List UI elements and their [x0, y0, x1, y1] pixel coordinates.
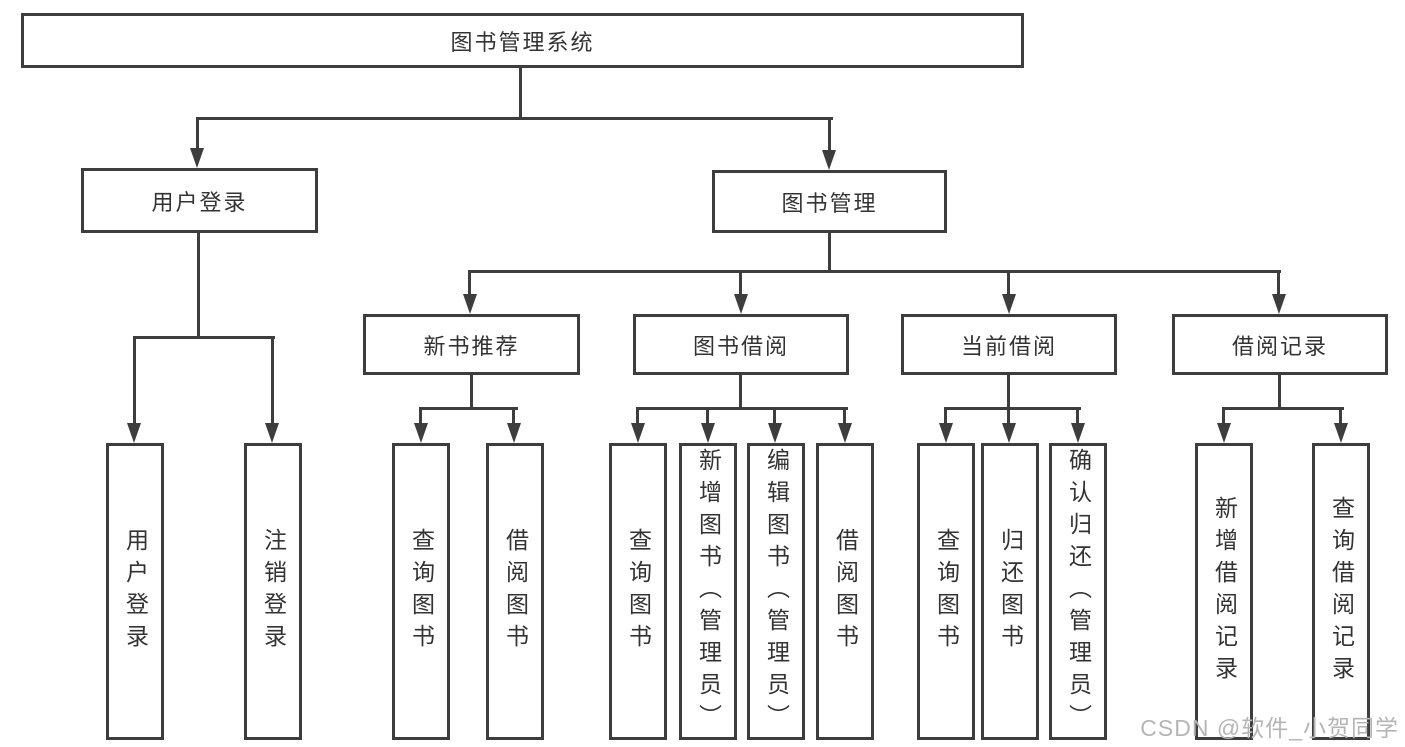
leaf-label: 新增借阅记录	[1211, 495, 1238, 688]
connector-line	[636, 407, 848, 410]
connector-line	[271, 339, 274, 424]
connector-line	[1278, 375, 1281, 408]
arrowhead-icon	[631, 423, 645, 443]
leaf-label: 查询借阅记录	[1328, 495, 1355, 688]
leaf-label: 查询图书	[408, 527, 435, 656]
leaf-query-books-current: 查询图书	[917, 443, 975, 740]
leaf-borrow-books-recommend: 借阅图书	[486, 443, 544, 740]
arrowhead-icon	[507, 423, 521, 443]
leaf-borrow-books: 借阅图书	[816, 443, 874, 740]
arrowhead-icon	[190, 148, 204, 168]
node-library-management-system: 图书管理系统	[21, 13, 1024, 68]
node-label: 图书管理系统	[450, 29, 595, 55]
node-label: 新书推荐	[423, 333, 520, 359]
leaf-label: 借阅图书	[832, 527, 859, 656]
connector-line	[739, 273, 742, 295]
arrowhead-icon	[127, 423, 141, 443]
leaf-label: 用户登录	[122, 527, 149, 656]
node-book-borrowing: 图书借阅	[633, 314, 849, 375]
node-label: 当前借阅	[960, 333, 1057, 359]
node-label: 图书管理	[781, 190, 878, 216]
arrowhead-icon	[838, 423, 852, 443]
connector-line	[419, 410, 422, 424]
leaf-logout: 注销登录	[244, 443, 302, 740]
connector-line	[773, 410, 776, 424]
connector-line	[706, 410, 709, 424]
connector-line	[944, 410, 947, 424]
arrowhead-icon	[1334, 423, 1348, 443]
connector-line	[133, 336, 275, 339]
connector-line	[1076, 410, 1079, 424]
connector-line	[419, 407, 518, 410]
csdn-watermark: CSDN @软件_小贺同学	[1140, 715, 1399, 741]
leaf-label: 借阅图书	[502, 527, 529, 656]
connector-line	[196, 120, 199, 149]
arrowhead-icon	[939, 423, 953, 443]
node-new-book-recommendation: 新书推荐	[363, 314, 580, 375]
connector-line	[1222, 410, 1225, 424]
node-label: 用户登录	[151, 189, 248, 215]
arrowhead-icon	[822, 150, 836, 170]
connector-line	[197, 233, 200, 338]
arrowhead-icon	[1217, 423, 1231, 443]
connector-line	[1007, 375, 1010, 408]
connector-line	[739, 375, 742, 408]
leaf-label: 确认归还（管理员）	[1065, 447, 1092, 736]
arrowhead-icon	[1071, 423, 1085, 443]
connector-line	[1222, 407, 1344, 410]
connector-line	[470, 375, 473, 408]
connector-line	[1007, 410, 1010, 424]
connector-line	[1339, 410, 1342, 424]
connector-line	[1277, 273, 1280, 295]
leaf-query-borrow-record: 查询借阅记录	[1312, 443, 1370, 740]
connector-line	[519, 68, 522, 119]
leaf-query-books-recommend: 查询图书	[392, 443, 450, 740]
arrowhead-icon	[1002, 294, 1016, 314]
connector-line	[1007, 273, 1010, 295]
leaf-edit-books-admin: 编辑图书（管理员）	[747, 443, 805, 740]
leaf-return-books: 归还图书	[981, 443, 1039, 740]
leaf-label: 查询图书	[933, 527, 960, 656]
node-label: 图书借阅	[692, 333, 789, 359]
node-label: 借阅记录	[1231, 333, 1328, 359]
leaf-add-books-admin: 新增图书（管理员）	[679, 443, 737, 740]
leaf-user-login: 用户登录	[106, 443, 164, 740]
leaf-label: 新增图书（管理员）	[695, 447, 722, 736]
leaf-label: 归还图书	[997, 527, 1024, 656]
arrowhead-icon	[734, 294, 748, 314]
leaf-label: 编辑图书（管理员）	[763, 447, 790, 736]
connector-line	[512, 410, 515, 424]
node-current-borrowing: 当前借阅	[901, 314, 1117, 375]
connector-line	[828, 120, 831, 151]
arrowhead-icon	[463, 294, 477, 314]
node-book-management: 图书管理	[712, 170, 947, 233]
leaf-add-borrow-record: 新增借阅记录	[1195, 443, 1253, 740]
leaf-label: 查询图书	[625, 527, 652, 656]
connector-line	[636, 410, 639, 424]
connector-line	[468, 273, 471, 295]
leaf-label: 注销登录	[260, 527, 287, 656]
arrowhead-icon	[701, 423, 715, 443]
connector-line	[843, 410, 846, 424]
connector-line	[133, 339, 136, 424]
arrowhead-icon	[768, 423, 782, 443]
connector-line	[468, 270, 1281, 273]
leaf-confirm-return-admin: 确认归还（管理员）	[1049, 443, 1107, 740]
arrowhead-icon	[414, 423, 428, 443]
leaf-query-books-borrowing: 查询图书	[609, 443, 667, 740]
connector-line	[196, 117, 833, 120]
arrowhead-icon	[265, 423, 279, 443]
node-user-login: 用户登录	[81, 168, 318, 233]
node-borrowing-records: 借阅记录	[1172, 314, 1388, 375]
arrowhead-icon	[1002, 423, 1016, 443]
connector-line	[944, 407, 1081, 410]
arrowhead-icon	[1272, 294, 1286, 314]
connector-line	[828, 233, 831, 272]
